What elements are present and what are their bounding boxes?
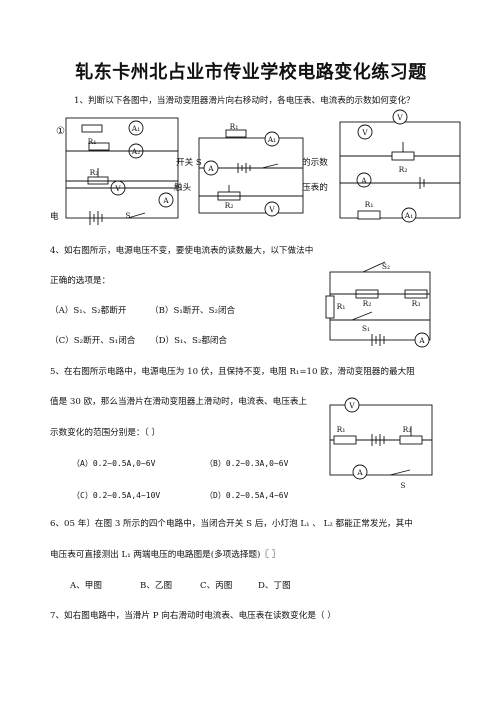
label-q4-s2: S₂ <box>382 262 390 271</box>
q5-option-b: （B）0.2~0.3A,0~6V <box>205 459 289 468</box>
q6-option-c: C、丙图 <box>200 581 233 591</box>
label-q5-a: A <box>356 468 363 477</box>
label-q5-r1: R₁ <box>337 425 346 434</box>
label-c3-v: V <box>361 128 368 137</box>
label-a1: A₁ <box>131 124 140 133</box>
label-q4-a: A <box>418 336 425 345</box>
label-q5-s: S <box>400 481 405 490</box>
page-title: 轧东卡州北占业市传业学校电路变化练习题 <box>75 62 427 83</box>
q4-option-a: （A）S₁、S₂都断开 <box>50 306 127 316</box>
q1-fragment-switch: 开关 S <box>176 158 202 168</box>
circuit-3 <box>339 109 461 223</box>
q6-line1: 6、05 年〕在图 3 所示的四个电路中，当闭合开关 S 后，小灯泡 L₁ 、 … <box>50 519 413 529</box>
q1-marker: ① <box>56 126 65 137</box>
q4-line2: 正确的选项是： <box>50 276 111 286</box>
label-c2-a: A <box>207 164 214 173</box>
label-c3-v-top: V <box>396 113 403 122</box>
q5-option-a: （A）0.2~0.5A,0~6V <box>72 459 156 468</box>
label-c3-r2: R₂ <box>399 165 408 174</box>
label-c2-v: V <box>268 205 275 214</box>
q7-line1: 7、如右图电路中，当滑片 P 向右滑动时电流表、电压表在读数变化是（ ） <box>50 611 336 621</box>
label-r1: R₁ <box>88 137 97 146</box>
label-c3-r1: R₁ <box>365 200 374 209</box>
q5-line3: 示数变化的范围分别是：〔 〕 <box>50 428 161 438</box>
q1-stem: 1、判断以下各图中，当滑动变阻器滑片向右移动时，各电压表、电流表的示数如何变化？ <box>74 96 415 106</box>
q4-option-b: （B）S₁断开、S₂闭合 <box>150 306 236 316</box>
q4-line1: 4、如右图所示，电源电压不变，要使电流表的读数最大，以下做法中 <box>50 246 314 256</box>
q6-option-a: A、甲图 <box>70 581 102 591</box>
q5-line1: 5、在右图所示电路中，电源电压为 10 伏，且保持不变，电阻 R₁=10 欧，滑… <box>50 367 415 377</box>
label-a2: A₂ <box>131 147 140 156</box>
label-q5-r2: R₂ <box>403 425 412 434</box>
label-s: S <box>125 211 130 220</box>
label-c3-a: A <box>360 176 367 185</box>
q5-line2: 值是 30 欧，那么当滑片在滑动变阻器上滑动时，电流表、电压表上 <box>50 397 308 407</box>
q4-option-c: （C）S₂断开、S₁闭合 <box>50 336 136 346</box>
label-q4-r3: R₃ <box>412 299 421 308</box>
label-c3-a1: A₁ <box>404 211 413 220</box>
q1-fragment-reading: 的示数 <box>302 158 328 168</box>
label-r2: R₂ <box>90 168 99 177</box>
q1-fragment-voltmeter: 压表的 <box>302 183 328 193</box>
label-c2-r1: R₁ <box>230 122 239 131</box>
label-v: V <box>114 184 121 193</box>
label-q4-s1: S₁ <box>362 324 370 333</box>
label-a: A <box>162 196 169 205</box>
circuit-5 <box>329 397 433 480</box>
label-c2-a1: A₁ <box>267 135 276 144</box>
q1-fragment-left: 电 <box>50 212 59 222</box>
q6-option-d: D、丁图 <box>258 581 291 591</box>
q6-line2: 电压表可直接测出 L₁ 两端电压的电路图是(多项选择题)〖 〗 <box>50 550 281 560</box>
label-q4-r2: R₂ <box>363 299 372 308</box>
q1-fragment-contact: 触头 <box>174 183 192 193</box>
label-q5-v: V <box>348 401 355 410</box>
q4-option-d: （D）S₁、S₂都闭合 <box>150 336 228 346</box>
label-c2-r2: R₂ <box>225 201 234 210</box>
circuit-4 <box>325 261 431 348</box>
q5-option-d: （D）0.2~0.5A,4~6V <box>205 491 289 500</box>
circuit-1 <box>65 117 179 225</box>
circuit-2 <box>198 129 304 217</box>
label-q4-r1: R₁ <box>337 302 346 311</box>
q6-option-b: B、乙图 <box>140 581 173 591</box>
q5-option-c: （C）0.2~0.5A,4~10V <box>72 491 161 500</box>
